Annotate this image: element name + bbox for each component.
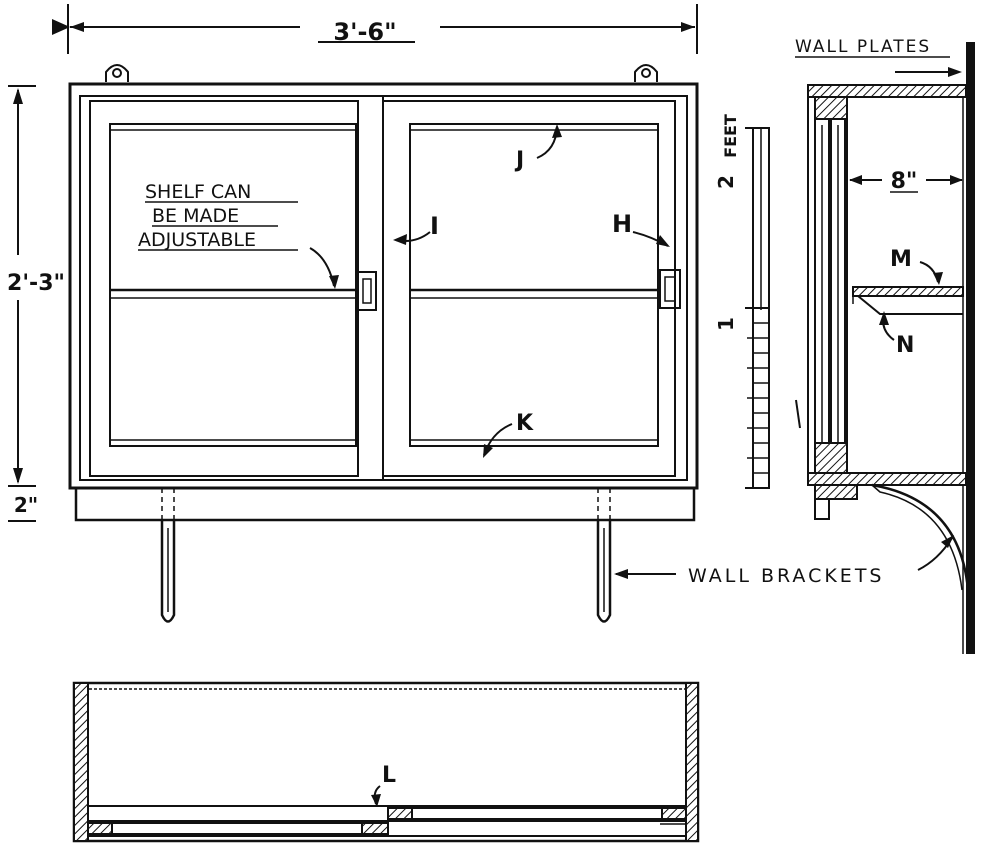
- shelf-note-line-1: SHELF CAN: [145, 181, 251, 203]
- plan-door-left: [111, 822, 363, 835]
- svg-text:N: N: [896, 333, 914, 358]
- part-label-j: J: [514, 124, 562, 173]
- shelf-note: SHELF CAN BE MADE ADJUSTABLE: [138, 181, 339, 289]
- wall-bracket-side: [871, 483, 970, 591]
- svg-text:K: K: [516, 411, 534, 436]
- left-door: [89, 100, 377, 477]
- height-dimension-label: 2'-3": [7, 271, 65, 296]
- shelf-note-line-3: ADJUSTABLE: [138, 229, 256, 251]
- front-elevation: 3'-6" 2'-3" 2": [7, 4, 954, 623]
- scale-mark-2: 2: [714, 175, 738, 189]
- part-label-h: H: [612, 210, 670, 247]
- width-dimension: 3'-6": [52, 4, 698, 54]
- bottom-rail: [74, 486, 696, 522]
- plan-right-end: [685, 682, 699, 842]
- svg-text:I: I: [430, 212, 439, 240]
- wall-bracket-right: [596, 488, 612, 623]
- hanging-eye-right: [634, 64, 658, 82]
- depth-dimension: 8": [849, 169, 963, 194]
- right-door: [382, 100, 681, 477]
- scale-bar: FEET 2 1: [714, 114, 770, 489]
- bottom-rail-dimension-label: 2": [14, 493, 38, 517]
- depth-dimension-label: 8": [891, 169, 918, 194]
- svg-text:L: L: [382, 763, 396, 788]
- part-label-i: I: [393, 212, 439, 245]
- scale-mark-1: 1: [714, 317, 738, 331]
- wall: [966, 42, 975, 654]
- part-label-n: N: [879, 311, 914, 358]
- plan-door-right: [411, 807, 663, 820]
- scale-unit-label: FEET: [721, 114, 740, 158]
- plan-view: L: [72, 681, 700, 843]
- part-label-m: M: [890, 247, 943, 285]
- wall-brackets-callout: WALL BRACKETS: [614, 535, 954, 587]
- plan-left-end: [73, 682, 89, 842]
- side-section: WALL PLATES: [795, 37, 975, 654]
- svg-text:H: H: [612, 210, 632, 238]
- height-dimension: 2'-3" 2": [7, 85, 65, 522]
- top-panel: [807, 84, 967, 98]
- wall-bracket-left: [160, 488, 176, 623]
- svg-text:J: J: [514, 148, 524, 173]
- part-label-l: L: [371, 763, 396, 807]
- bottom-panel: [807, 472, 967, 486]
- left-door-handle: [357, 271, 377, 311]
- shelf-section: [852, 286, 964, 297]
- wall-plates-label: WALL PLATES: [795, 37, 931, 57]
- hanging-eye-left: [105, 64, 129, 82]
- shelf-note-line-2: BE MADE: [152, 205, 239, 227]
- part-label-k: K: [483, 411, 534, 458]
- wall-brackets-label: WALL BRACKETS: [688, 565, 884, 587]
- right-door-handle: [659, 269, 681, 309]
- svg-text:M: M: [890, 247, 912, 272]
